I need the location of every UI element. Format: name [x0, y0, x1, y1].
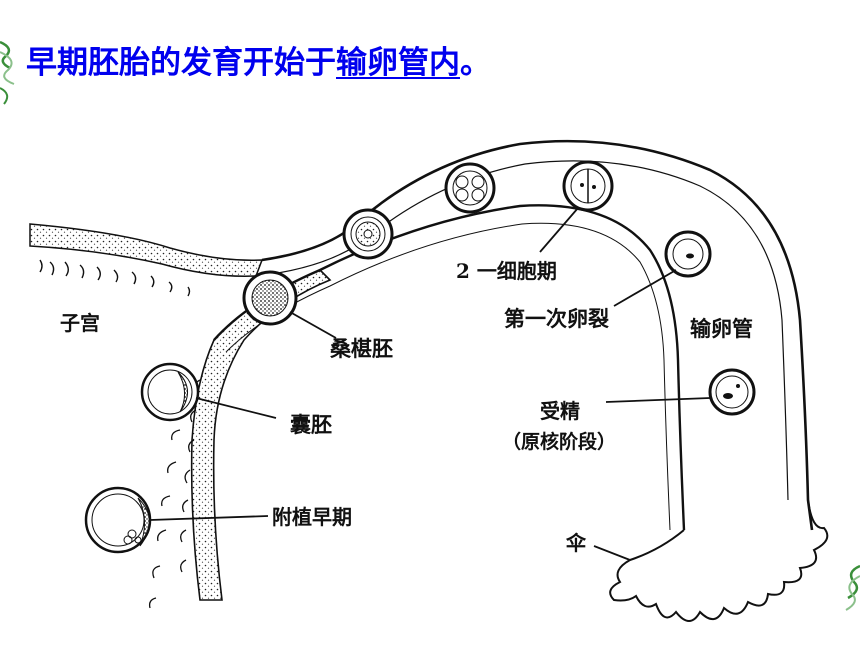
label-oviduct: 输卵管 [690, 316, 753, 341]
implanting-embryo [84, 486, 152, 554]
label-pronucleus: （原核阶段） [502, 430, 616, 453]
page-title: 早期胚胎的发育开始于输卵管内。 [26, 44, 491, 82]
swirl-decoration-icon [0, 40, 15, 105]
leader-lines [149, 207, 711, 561]
label-two-cell: 2 一细胞期 [456, 259, 557, 283]
oocyte-first-cleavage [664, 230, 712, 278]
label-morula: 桑椹胚 [330, 336, 393, 361]
uterine-glands [39, 259, 191, 297]
oviduct-inner-wall [213, 204, 686, 531]
fertilized-egg [708, 368, 756, 416]
uterus-wall [29, 223, 264, 277]
label-fimbriae: 伞 [565, 531, 587, 555]
four-cell-embryo [444, 162, 496, 214]
title-highlight-link: 输卵管内 [336, 45, 460, 81]
fimbriae [609, 499, 829, 622]
label-first-cleavage: 第一次卵裂 [504, 306, 609, 331]
uterus-lateral-wall [190, 269, 332, 601]
title-suffix: 。 [460, 45, 491, 81]
blastocyst-embryo [140, 362, 200, 422]
label-fertilization: 受精 [540, 399, 580, 423]
label-blastocyst: 囊胚 [289, 412, 332, 437]
eight-cell-embryo [342, 208, 394, 260]
title-prefix: 早期胚胎的发育开始于 [26, 45, 336, 81]
two-cell-embryo [562, 160, 614, 212]
label-uterus: 子宫 [60, 311, 100, 335]
label-early-implantation: 附植早期 [272, 505, 352, 529]
swirl-decoration-icon [845, 564, 860, 611]
morula-embryo [242, 270, 298, 326]
